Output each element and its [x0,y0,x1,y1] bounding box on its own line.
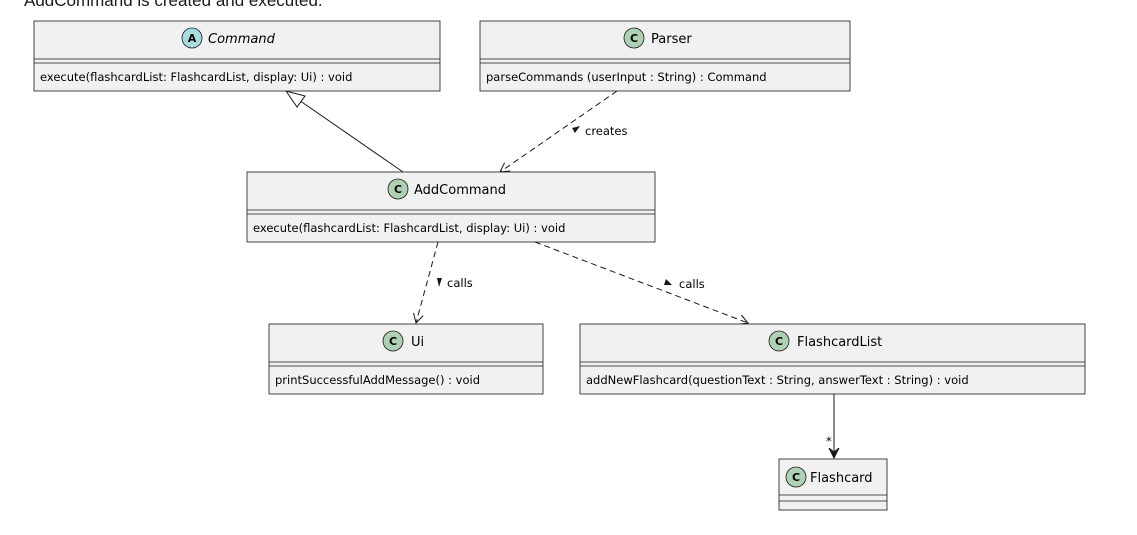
inheritance-triangle [284,90,306,108]
method-addnewflashcard: addNewFlashcard(questionText : String, a… [586,373,969,387]
class-addcommand: C AddCommand execute(flashcardList: Flas… [246,171,656,243]
method-parsecommands: parseCommands (userInput : String) : Com… [486,70,767,84]
direction-arrowhead [437,278,442,287]
abstract-class-icon [181,27,203,49]
class-ui: C Ui printSuccessfulAddMessage() : void [268,323,544,395]
class-name: Parser [651,32,692,47]
calls-ui-label: calls [447,276,473,290]
class-name: Ui [411,335,424,350]
class-icon-letter: C [792,471,800,484]
dependency-addcommand-calls-flashcardlist: calls [534,241,749,325]
class-name: Flashcard [810,471,873,486]
multiplicity-label: * [826,434,832,448]
class-icon [387,178,409,200]
dependency-parser-creates-addcommand: creates [499,90,628,173]
diagram-caption: AddCommand is created and executed. [24,0,323,10]
composition-flashcardlist-flashcard: * [826,394,834,458]
class-icon [623,27,645,49]
class-name: Command [208,32,276,47]
class-icon-letter: C [775,335,783,348]
creates-label: creates [585,124,628,138]
class-flashcardlist: C FlashcardList addNewFlashcard(question… [579,323,1086,395]
direction-arrowhead [572,126,580,133]
abstract-class-icon-letter: A [188,32,197,45]
direction-arrowhead [664,279,672,285]
class-icon-letter: C [630,32,638,45]
class-parser: C Parser parseCommands (userInput : Stri… [479,20,851,92]
class-name: FlashcardList [797,335,882,350]
method-execute: execute(flashcardList: FlashcardList, di… [253,221,565,235]
class-icon [768,330,790,352]
class-command: A Command execute(flashcardList: Flashca… [33,20,441,92]
inheritance-addcommand-command [284,90,404,173]
class-icon [785,466,807,488]
class-icon [382,330,404,352]
method-execute: execute(flashcardList: FlashcardList, di… [40,70,352,84]
class-icon-letter: C [389,335,397,348]
class-name: AddCommand [414,183,506,198]
class-icon-letter: C [394,183,402,196]
dependency-addcommand-calls-ui: calls [413,241,473,324]
class-flashcard: C Flashcard [778,458,888,511]
method-printsuccessfuladdmessage: printSuccessfulAddMessage() : void [275,373,480,387]
calls-flashcardlist-label: calls [679,277,705,291]
